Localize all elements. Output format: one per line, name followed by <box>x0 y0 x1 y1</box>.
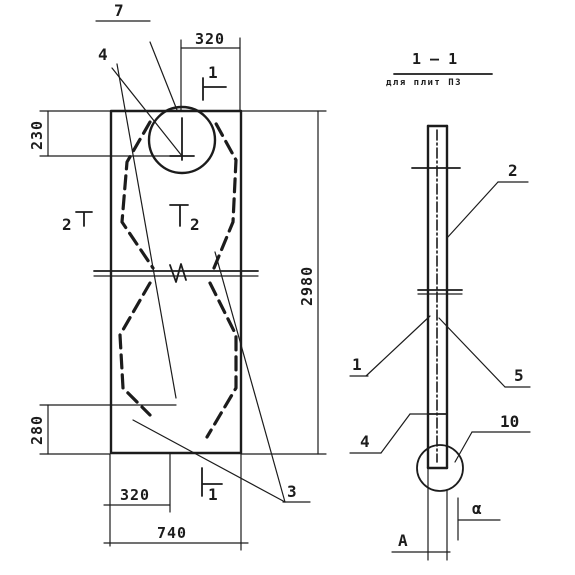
leader-5 <box>438 317 506 388</box>
callout-10: 10 <box>500 412 519 431</box>
section-marker-top <box>202 77 227 101</box>
callout-4: 4 <box>98 45 108 64</box>
slab-outline <box>109 109 243 455</box>
dashed-contour-lower <box>118 281 238 439</box>
dim-740: 740 <box>157 524 187 542</box>
section-1-top-label: 1 <box>208 63 218 82</box>
leader-1 <box>365 315 431 377</box>
callout-4-section: 4 <box>360 432 370 451</box>
leader-10 <box>454 431 473 463</box>
lifting-loop-circle <box>147 105 217 175</box>
dim-alpha: α <box>472 499 482 518</box>
section-marker-2-right <box>169 204 189 227</box>
callout-3: 3 <box>287 482 297 501</box>
dim-top-320: 320 <box>195 30 225 48</box>
section-subtitle: для плит ПЗ <box>386 78 462 88</box>
callout-2: 2 <box>508 161 518 180</box>
callout-1: 1 <box>352 355 362 374</box>
dim-a: А <box>398 531 408 550</box>
section-view <box>349 73 531 561</box>
support-circle <box>416 444 464 492</box>
dim-230: 230 <box>28 120 46 150</box>
dim-bottom-320: 320 <box>120 486 150 504</box>
section-marker-bottom <box>201 467 223 497</box>
callout-5: 5 <box>514 366 524 385</box>
dashed-contour-upper <box>120 118 238 270</box>
section-2-right-label: 2 <box>190 215 200 234</box>
leader-3b <box>214 251 286 503</box>
section-1-bottom-label: 1 <box>208 485 218 504</box>
section-marker-2-left <box>75 211 93 227</box>
section-title: 1 — 1 <box>412 50 457 68</box>
labels: 320 230 2980 280 320 740 7 4 1 2 2 1 3 1… <box>28 1 524 550</box>
plan-view <box>39 20 327 551</box>
leader-4a <box>111 67 183 157</box>
leader-4-section <box>380 413 411 454</box>
leader-3a <box>132 419 286 503</box>
leader-2 <box>446 181 499 239</box>
leader-4b <box>116 63 177 399</box>
dim-2980: 2980 <box>298 266 316 306</box>
section-2-left-label: 2 <box>62 215 72 234</box>
leader-7 <box>149 41 178 111</box>
callout-7: 7 <box>114 1 124 20</box>
break-zigzag <box>169 263 187 283</box>
dim-280: 280 <box>28 415 46 445</box>
